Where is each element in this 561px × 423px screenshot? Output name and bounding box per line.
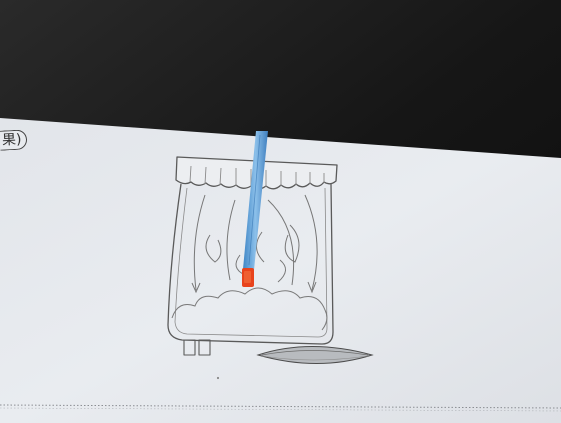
photo: 果) — [0, 0, 561, 423]
photo-scene — [0, 0, 561, 423]
